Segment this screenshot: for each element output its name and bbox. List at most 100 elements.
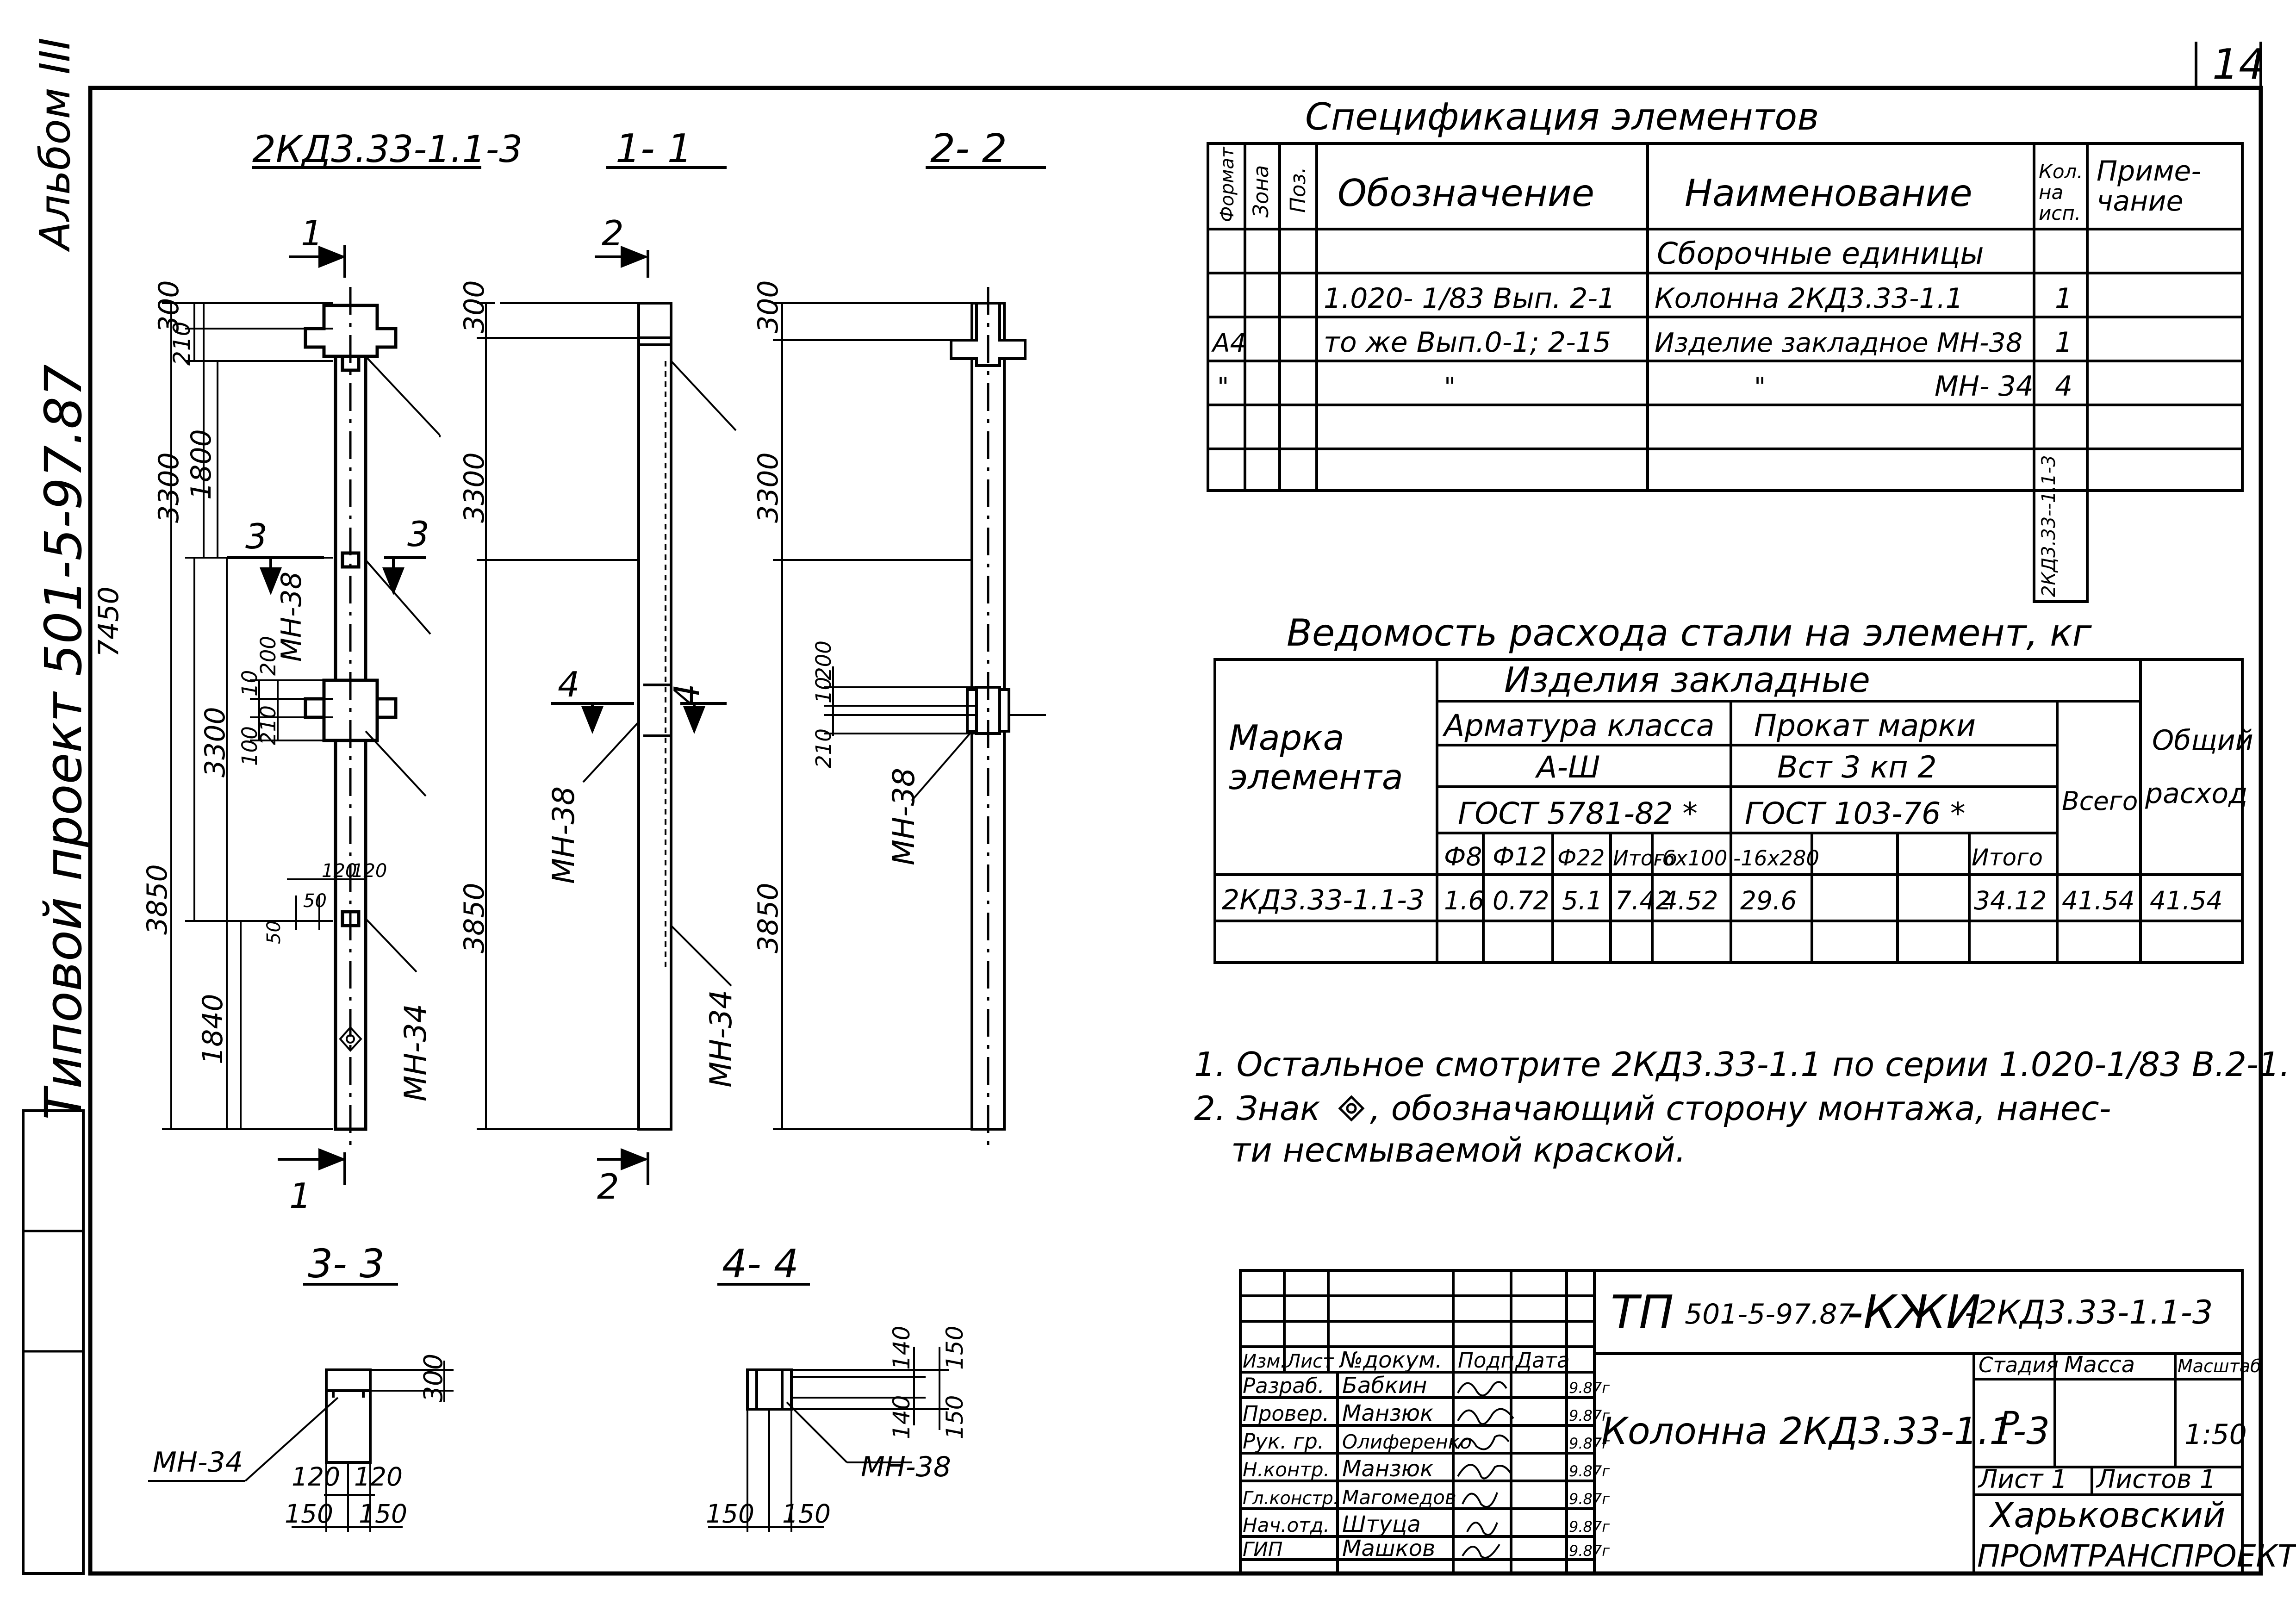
code-prefix: ТП	[1611, 1285, 1674, 1339]
section-4-4-title: 4- 4	[722, 1241, 799, 1287]
steel-sub-plate-1: -6х100	[1655, 846, 1727, 871]
tb-h-scale: Масштаб	[2178, 1356, 2261, 1376]
section-3-3: 3- 3 300 120 120 150 150 МН-34	[148, 1241, 454, 1532]
dim-7450: 7450	[93, 586, 125, 657]
dim-210-b: 210	[256, 705, 280, 745]
title-block: ТП 501-5-97.87 -КЖИ -2КД3.33-1.1-3 Колон…	[1239, 1269, 2296, 1575]
tb-h-change: Изм.	[1243, 1351, 1286, 1372]
spec-r3-format: "	[1217, 372, 1229, 402]
dim-210: 210	[168, 322, 195, 366]
steel-row-f12: 0.72	[1493, 886, 1549, 915]
steel-sub-plate-2: -16х280	[1733, 846, 1819, 871]
steel-h-mark-2: элемента	[1229, 757, 1403, 797]
cut-4-label-left: 4	[558, 664, 580, 705]
tb-h-date: Дата	[1515, 1348, 1570, 1373]
steel-row-mark: 2КД3.33-1.1-3	[1222, 884, 1425, 916]
tb-date-7: 9.87г	[1569, 1542, 1610, 1560]
steel-sub-subtotal-2: Итого	[1972, 844, 2043, 871]
spec-h-note-2: чание	[2097, 185, 2183, 218]
dim-50-a: 50	[303, 890, 327, 912]
tb-role-6: Нач.отд.	[1243, 1514, 1330, 1536]
spec-group: Сборочные единицы	[1657, 236, 1984, 271]
note-2-end: ти несмываемой краской.	[1231, 1131, 1686, 1169]
cut-2-label-top: 2	[602, 213, 624, 254]
tb-name-7: Машков	[1342, 1536, 1435, 1561]
dim-3300-22: 3300	[752, 452, 784, 523]
steel-h-rebar-class: А-Ш	[1535, 750, 1600, 785]
dim-120-33-b: 120	[354, 1462, 403, 1492]
label-mn34-main: МН-34	[398, 1004, 433, 1101]
spec-column-tag: 2КД3.33--1.1-3	[2038, 455, 2060, 597]
tb-role-7: ГИП	[1243, 1538, 1282, 1561]
dim-140-44-a: 140	[888, 1326, 915, 1370]
steel-row-plate-1: 4.52	[1661, 886, 1718, 915]
dim-300-33: 300	[418, 1354, 448, 1402]
dim-3850: 3850	[141, 864, 174, 935]
code-number: 501-5-97.87	[1685, 1298, 1855, 1331]
steel-sub-f22: Ф22	[1557, 845, 1605, 871]
steel-h-total: Всего	[2062, 786, 2138, 816]
album-stamp: Альбом III	[31, 37, 80, 252]
dim-120-33-a: 120	[292, 1462, 340, 1492]
steel-row-general: 41.54	[2150, 886, 2222, 915]
dim-210-22: 210	[811, 728, 836, 768]
dim-1840: 1840	[197, 994, 229, 1064]
tb-sheets: Листов 1	[2096, 1464, 2216, 1494]
steel-h-mark-1: Марка	[1229, 717, 1344, 758]
code-suffix: -2КД3.33-1.1-3	[1965, 1293, 2213, 1331]
section-1-1-title: 1- 1	[616, 126, 692, 172]
spec-h-format: Формат	[1217, 146, 1238, 222]
note-2-start: 2. Знак	[1194, 1089, 1320, 1128]
org-name-2: ПРОМТРАНСПРОЕКТ	[1977, 1538, 2296, 1574]
steel-table: Ведомость расхода стали на элемент, кг М…	[1213, 611, 2253, 964]
section-1-1: 1- 1 2 2 4 4 300 3300 3850 МН-38 МН-34	[458, 126, 739, 1207]
steel-sub-f8: Ф8	[1444, 842, 1482, 871]
cut-3-label-left: 3	[245, 516, 268, 557]
spec-r1-name: Колонна 2КД3.33-1.1	[1655, 282, 1963, 315]
dim-3300-lower: 3300	[199, 707, 231, 777]
steel-row-f22: 5.1	[1562, 886, 1602, 915]
project-stamp: Типовой проект 501-5-97.87	[34, 364, 93, 1120]
tb-name-3: Олиференко	[1342, 1430, 1472, 1453]
steel-h-general-1: Общий	[2152, 724, 2253, 757]
org-name-1: Харьковский	[1988, 1495, 2226, 1536]
spec-r2-name: Изделие закладное МН-38	[1655, 328, 2022, 358]
signatures	[1457, 1381, 1514, 1559]
steel-h-rolled-grade: Вст 3 кп 2	[1777, 750, 1937, 785]
label-mn34-33: МН-34	[153, 1446, 243, 1479]
dim-300-22: 300	[752, 280, 784, 333]
section-2-2: 2- 2 300 3300 3850 210 10 200 МН-38	[752, 126, 1046, 1148]
tb-h-stage: Стадия	[1979, 1353, 2059, 1377]
spec-r3-designation: "	[1444, 372, 1456, 402]
dim-150-33-b: 150	[359, 1499, 407, 1529]
steel-row-f8: 1.6	[1444, 886, 1484, 915]
spec-table: Спецификация элементов Формат Зона Поз. …	[1207, 95, 2244, 603]
tb-date-3: 9.87г	[1569, 1435, 1610, 1452]
tb-role-4: Н.контр.	[1243, 1458, 1330, 1481]
dim-3850-22: 3850	[752, 883, 784, 953]
label-mn34-11: МН-34	[704, 990, 739, 1088]
cut-1-label-bottom: 1	[289, 1175, 311, 1216]
note-1: 1. Остальное смотрите 2КД3.33-1.1 по сер…	[1194, 1045, 2290, 1084]
spec-h-designation: Обозначение	[1338, 172, 1594, 215]
section-2-2-title: 2- 2	[930, 126, 1007, 172]
steel-h-general-2: расход	[2145, 777, 2248, 810]
dim-3850-11: 3850	[458, 883, 491, 953]
dim-150-44-b: 150	[941, 1395, 968, 1439]
spec-r1-qty: 1	[2055, 282, 2072, 315]
cut-2-label-bottom: 2	[597, 1166, 619, 1207]
spec-h-zone: Зона	[1249, 165, 1273, 218]
dim-150-44-c: 150	[706, 1499, 754, 1529]
dim-10-22: 10	[811, 677, 836, 703]
dim-140-44-b: 140	[888, 1395, 915, 1439]
dim-120-a: 120	[322, 860, 357, 882]
dim-150-33-a: 150	[285, 1499, 333, 1529]
tb-name-6: Штуца	[1342, 1511, 1421, 1537]
dim-200-22: 200	[811, 640, 836, 680]
dim-100: 100	[237, 726, 262, 766]
page-number: 14	[2212, 40, 2265, 89]
tb-name-1: Бабкин	[1342, 1373, 1427, 1399]
tb-role-5: Гл.констр.	[1243, 1488, 1339, 1508]
dim-3300-11: 3300	[458, 452, 491, 523]
